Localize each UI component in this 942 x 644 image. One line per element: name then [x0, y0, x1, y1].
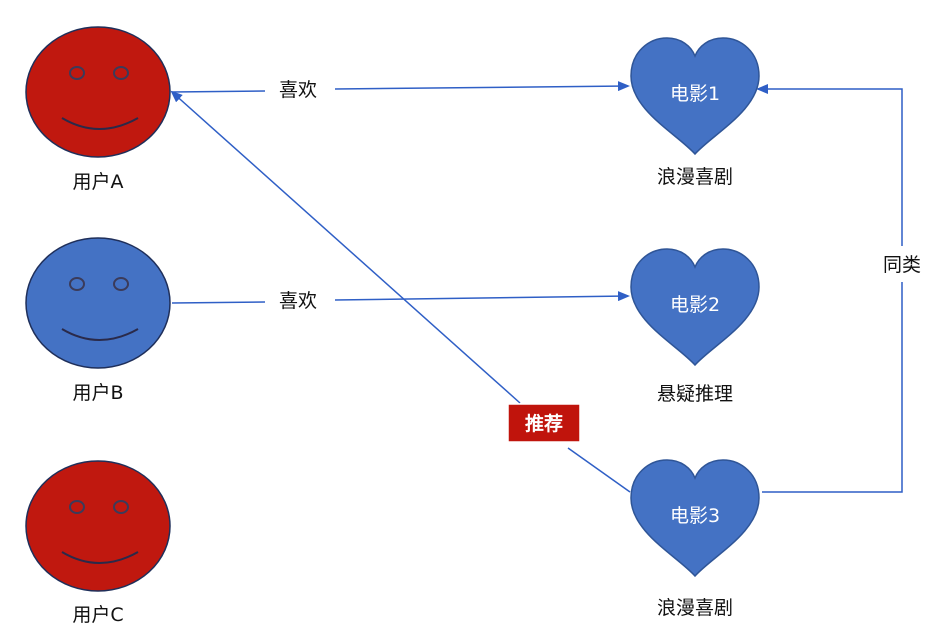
movie-1: 电影1 — [630, 37, 760, 156]
user-label: 用户C — [72, 604, 123, 626]
movie-3: 电影3 — [630, 459, 760, 578]
heart-icon — [630, 248, 760, 367]
heart-icon — [630, 459, 760, 578]
user-a: 用户A — [25, 26, 171, 193]
edge-recommend-upper — [170, 90, 521, 404]
right-eye — [113, 66, 129, 80]
edge-recommend-lower — [567, 447, 631, 493]
edge-label-like-b: 喜欢 — [279, 290, 317, 312]
edge-label-same-type: 同类 — [883, 254, 921, 276]
movie-title: 电影2 — [670, 294, 720, 316]
smiley-face-icon — [25, 460, 171, 592]
left-eye — [69, 66, 85, 80]
user-label: 用户B — [72, 382, 123, 404]
movie-title: 电影1 — [670, 83, 720, 105]
edge-a-to-movie1-right — [334, 81, 630, 92]
recommend-label: 推荐 — [525, 412, 563, 435]
smiley-face-icon — [25, 237, 171, 369]
user-b: 用户B — [25, 237, 171, 404]
edge-same-type-bottom — [762, 282, 903, 493]
movie-genre: 浪漫喜剧 — [657, 166, 733, 188]
left-eye — [69, 277, 85, 291]
heart-icon — [630, 37, 760, 156]
edge-b-to-movie2-right — [334, 291, 630, 302]
movie-title: 电影3 — [670, 505, 720, 527]
movie-genre: 浪漫喜剧 — [657, 597, 733, 619]
smiley-face-icon — [25, 26, 171, 158]
left-eye — [69, 500, 85, 514]
user-c: 用户C — [25, 460, 171, 626]
recommend-badge-bg — [507, 403, 581, 443]
edge-a-to-movie1 — [171, 90, 266, 93]
movie-genre: 悬疑推理 — [657, 383, 733, 405]
smile — [61, 328, 139, 341]
recommend-badge: 推荐 — [507, 403, 581, 443]
user-label: 用户A — [73, 171, 124, 193]
smile — [61, 117, 139, 130]
edge-same-type-top — [756, 84, 903, 246]
edges — [170, 81, 903, 493]
right-eye — [113, 277, 129, 291]
right-eye — [113, 500, 129, 514]
smile — [61, 551, 139, 564]
edge-label-like-a: 喜欢 — [279, 79, 317, 101]
edge-b-to-movie2 — [171, 301, 266, 304]
movie-2: 电影2 — [630, 248, 760, 367]
